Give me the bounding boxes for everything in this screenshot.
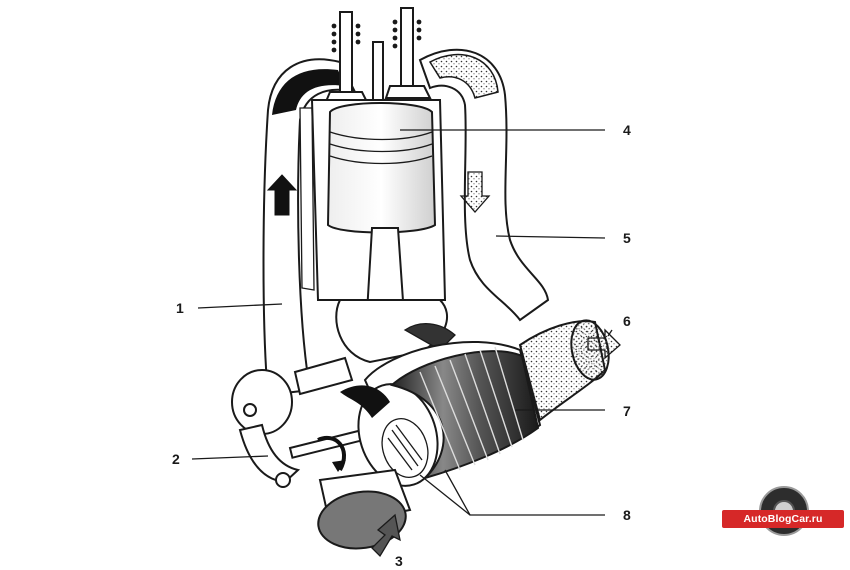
leader-line-6 [607, 329, 613, 337]
callout-2: 2 [172, 451, 180, 467]
valve-train [323, 7, 432, 105]
exhaust-gas-duct [418, 48, 550, 322]
fresh-air-inlet [317, 468, 412, 558]
callout-5: 5 [623, 230, 631, 246]
intake-flow-arrow [266, 174, 298, 216]
autoblogcar-watermark-logo: AutoBlogCar.ru [722, 486, 844, 544]
exhaust-outlet-pipe [518, 319, 621, 422]
leader-line-2 [191, 455, 269, 460]
callout-8: 8 [623, 507, 631, 523]
cylinder-and-piston [310, 99, 456, 364]
exhaust-flow-arrow [459, 171, 491, 213]
callout-6: 6 [623, 313, 631, 329]
pressure-wave-rotor [340, 340, 542, 487]
callout-1: 1 [176, 300, 184, 316]
callout-3: 3 [395, 553, 403, 569]
callout-7: 7 [623, 403, 631, 419]
leader-line-8 [444, 469, 605, 516]
watermark-text: AutoBlogCar.ru [722, 510, 844, 528]
leader-line-8b [419, 474, 471, 516]
leader-line-1 [197, 303, 283, 309]
callout-4: 4 [623, 122, 631, 138]
leader-line-5 [495, 235, 606, 239]
leader-lines [191, 129, 613, 516]
callout-labels: 1 2 3 4 5 6 7 8 [172, 122, 631, 569]
